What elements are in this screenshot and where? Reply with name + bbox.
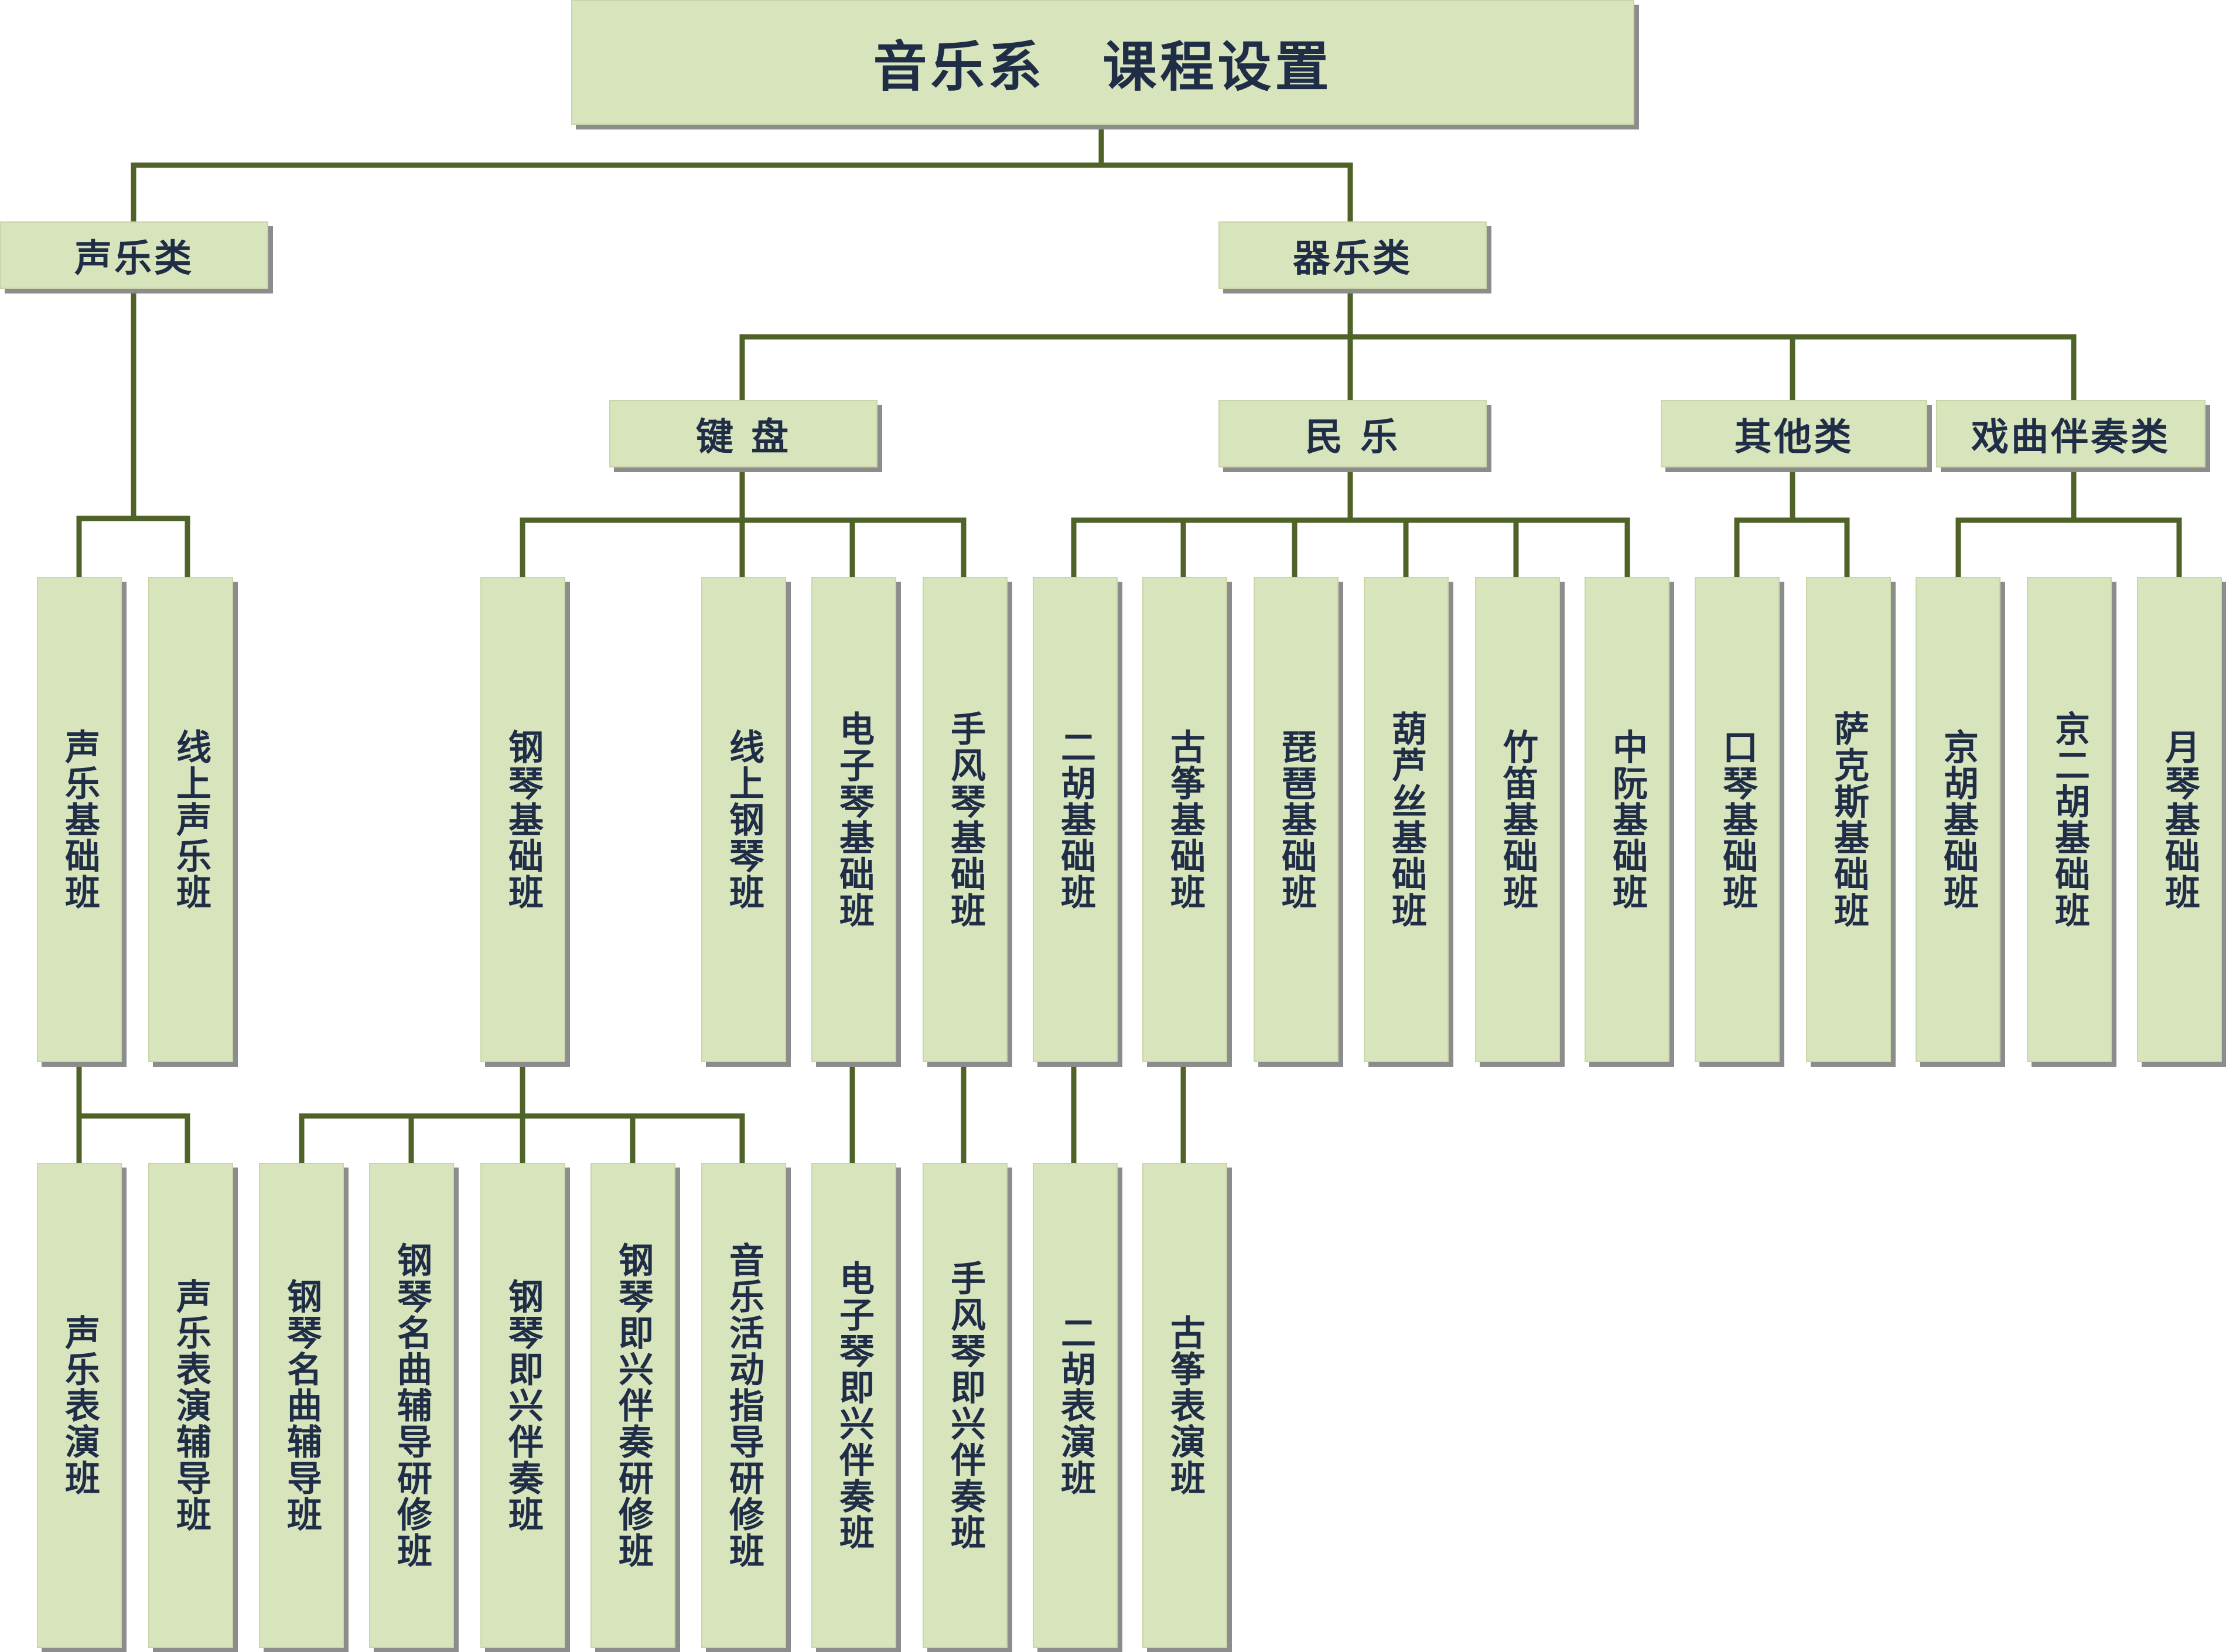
course-keyboard-impromptu: 电子琴即兴伴奏班 (811, 1163, 896, 1648)
course-music-activity: 音乐活动指导研修班 (701, 1163, 786, 1648)
course-erhu-performance: 二胡表演班 (1033, 1163, 1118, 1648)
course-vocal-performance: 声乐表演班 (37, 1163, 122, 1648)
course-piano-masterpiece-advanced: 钢琴名曲辅导研修班 (369, 1163, 454, 1648)
course-erhu-basic: 二胡基础班 (1033, 577, 1118, 1062)
root-title: 音乐系 课程设置 (571, 0, 1634, 125)
category-vocal: 声乐类 (0, 221, 268, 289)
course-guzheng-performance: 古筝表演班 (1142, 1163, 1227, 1648)
course-ruan-basic: 中阮基础班 (1585, 577, 1670, 1062)
course-jingerhu-basic: 京二胡基础班 (2027, 577, 2112, 1062)
course-accordion-impromptu: 手风琴即兴伴奏班 (923, 1163, 1008, 1648)
category-opera: 戏曲伴奏类 (1936, 400, 2205, 467)
category-other: 其他类 (1661, 400, 1927, 467)
category-instrumental: 器乐类 (1218, 221, 1487, 289)
course-vocal-online: 线上声乐班 (148, 577, 233, 1062)
course-vocal-performance-tutoring: 声乐表演辅导班 (148, 1163, 233, 1648)
course-hulusi-basic: 葫芦丝基础班 (1364, 577, 1449, 1062)
course-piano-masterpiece: 钢琴名曲辅导班 (259, 1163, 344, 1648)
course-dizi-basic: 竹笛基础班 (1475, 577, 1560, 1062)
course-jinghu-basic: 京胡基础班 (1916, 577, 2000, 1062)
course-piano-impromptu-advanced: 钢琴即兴伴奏研修班 (590, 1163, 675, 1648)
course-accordion-basic: 手风琴基础班 (923, 577, 1008, 1062)
course-piano-impromptu: 钢琴即兴伴奏班 (480, 1163, 565, 1648)
course-vocal-basic: 声乐基础班 (37, 577, 122, 1062)
course-guzheng-basic: 古筝基础班 (1142, 577, 1227, 1062)
course-harmonica-basic: 口琴基础班 (1695, 577, 1780, 1062)
category-folk: 民 乐 (1218, 400, 1487, 467)
category-keyboard: 键 盘 (609, 400, 878, 467)
course-piano-online: 线上钢琴班 (701, 577, 786, 1062)
course-sax-basic: 萨克斯基础班 (1806, 577, 1891, 1062)
course-yueqin-basic: 月琴基础班 (2137, 577, 2222, 1062)
course-piano-basic: 钢琴基础班 (480, 577, 565, 1062)
course-pipa-basic: 琵琶基础班 (1254, 577, 1339, 1062)
course-keyboard-basic: 电子琴基础班 (811, 577, 896, 1062)
